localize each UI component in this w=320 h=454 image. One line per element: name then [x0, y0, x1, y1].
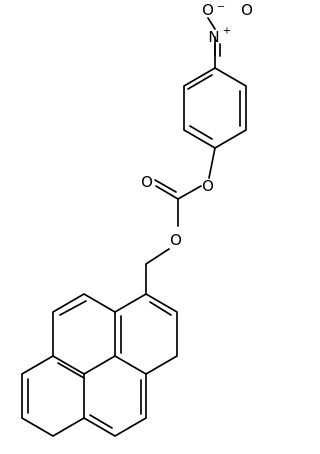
nitrophenyl-ring: [183, 67, 247, 149]
pyrene-outline: [114, 293, 178, 375]
bond-oaryl-carbonyl-carbon: [177, 185, 202, 200]
bond-lines: [21, 17, 247, 437]
nitrogen-label: N: [208, 28, 219, 46]
carbonyl-oxygen-label: O: [141, 173, 153, 191]
pyrene-double-6: [89, 414, 113, 429]
pyrene-double-1: [149, 301, 172, 316]
pyrene-double-3: [59, 300, 87, 316]
bond-ring-oaryl: [208, 147, 216, 179]
bond-carbonyl-double-a: [155, 185, 179, 200]
ester-oxygen-label: O: [170, 231, 182, 249]
bond-oester-ch2: [145, 248, 170, 265]
nitro-oxygen-label: O: [241, 1, 253, 19]
chemical-structure-diagram: O − N + O O O O: [21, 1, 253, 437]
nitrophenyl-double-1: [187, 74, 213, 90]
pyrene-ring-bottom-left: [21, 355, 85, 437]
atom-labels: O − N + O O O O: [141, 1, 253, 249]
pyrene-ring-left: [52, 293, 116, 375]
oxygen-minus-label: O: [202, 1, 214, 19]
pyrene-double-4: [57, 362, 85, 379]
bond-carbonyl-double-b: [154, 179, 177, 193]
plus-charge-label: +: [223, 26, 231, 37]
aryl-oxygen-label: O: [202, 177, 214, 195]
minus-charge-label: −: [217, 2, 225, 13]
pyrene-ring-bottom-right: [83, 373, 147, 437]
nitrophenyl-double-3: [189, 125, 213, 140]
bond-n-o-minus: [207, 17, 216, 30]
